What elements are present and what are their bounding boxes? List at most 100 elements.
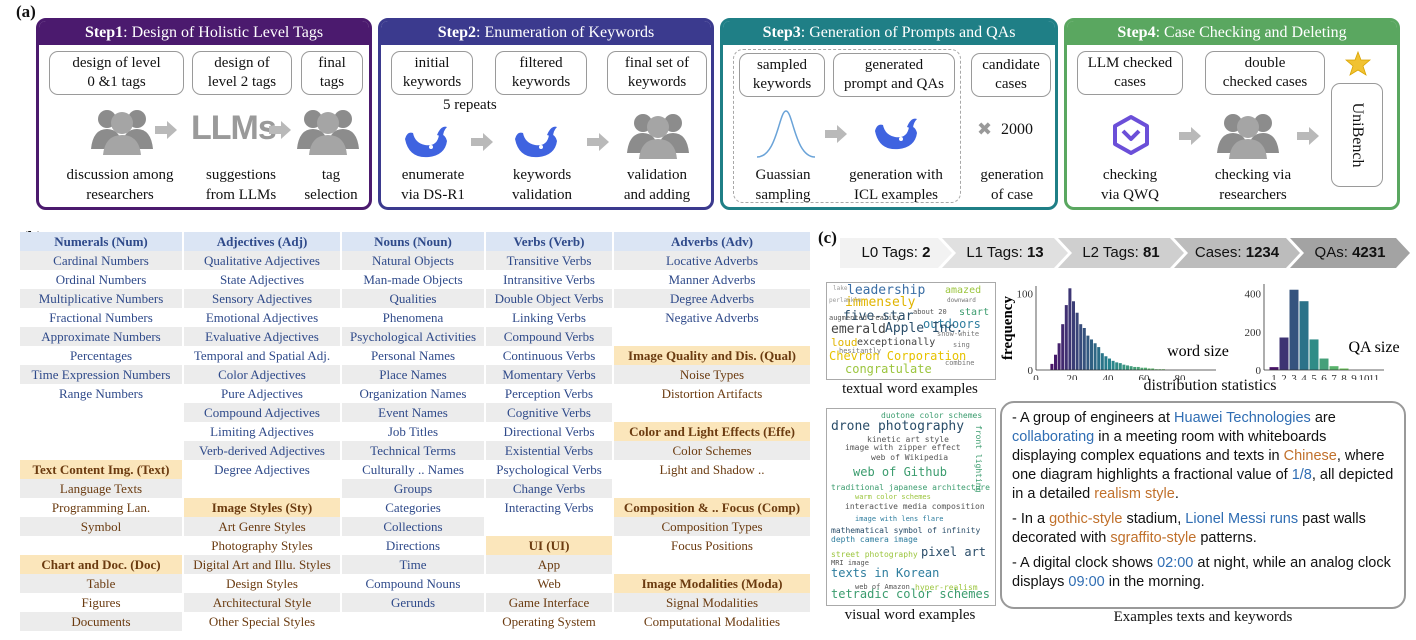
histogram-bar [1079, 324, 1083, 370]
tag-category-header: Image Modalities (Moda) [614, 574, 810, 593]
histogram-bar [1118, 363, 1122, 370]
tag-item: Time Expression Numbers [20, 365, 182, 384]
tag-item: Cardinal Numbers [20, 251, 182, 270]
step1-box-2: design of level 2 tags [192, 51, 292, 95]
cloud-word: hesitantly [839, 347, 882, 355]
x-axis-label: word size [1167, 343, 1229, 360]
example-text: stadium, [1122, 511, 1186, 527]
cloud-word: sing [953, 341, 970, 349]
tag-item: Light and Shadow .. [659, 462, 765, 477]
tag-category-header: UI (UI) [486, 536, 612, 555]
x-tick-label: 9 [1351, 373, 1357, 380]
stats-value: 81 [1142, 244, 1160, 261]
y-tick-label: 200 [1245, 327, 1262, 339]
deepseek-whale-icon [875, 118, 917, 150]
tag-item: Job Titles [387, 424, 439, 439]
tag-item: Pure Adjectives [221, 386, 303, 401]
tag-item: Architectural Style [184, 593, 340, 612]
stats-chevron: QAs: 4231 [1290, 238, 1410, 268]
tag-item: Continuous Verbs [502, 348, 596, 363]
tag-item: Temporal and Spatial Adj. [193, 348, 331, 363]
x-tick-label: 6 [1321, 373, 1327, 380]
histogram-bar [1329, 366, 1339, 370]
keyword-highlight: Chinese [1283, 448, 1337, 464]
keyword-highlight: 1/8 [1291, 467, 1312, 483]
histogram-bar [1111, 360, 1115, 370]
tag-category-header: Image Styles (Sty) [184, 498, 340, 517]
histogram-bar [1319, 358, 1329, 370]
histogram-bar [1122, 364, 1126, 370]
tag-category-header: Composition & .. Focus (Comp) [614, 498, 810, 517]
histogram-bar [1289, 289, 1299, 370]
step2-box-1: initial keywords [391, 51, 473, 95]
deepseek-whale-icon [405, 126, 447, 158]
histogram-bar [1140, 367, 1144, 370]
tag-category-header: Nouns (Noun) [342, 232, 484, 251]
histogram-bar [1082, 328, 1086, 370]
cloud-word: front lighting [974, 425, 983, 493]
step3-panel: Step3: Generation of Prompts and QAs sam… [720, 18, 1058, 210]
tag-item: Symbol [20, 517, 182, 536]
x-tick-label: 7 [1331, 373, 1337, 380]
tag-item: Linking Verbs [512, 310, 586, 325]
cloud-word: kinetic art style [867, 435, 949, 444]
histogram-bar [1299, 301, 1309, 370]
step1-caption-2: suggestions from LLMs [205, 167, 277, 203]
stats-chevron: Cases: 1234 [1174, 238, 1300, 268]
example-text: , all depicted in a detailed [1012, 467, 1394, 502]
tag-item: Technical Terms [342, 441, 484, 460]
tag-item: Language Texts [20, 479, 182, 498]
step2-caption-2: keywords validation [512, 167, 572, 203]
keyword-highlight: Lionel Messi [1185, 511, 1266, 527]
tag-category-header: Numerals (Num) [20, 232, 182, 251]
tag-item: Man-made Objects [363, 272, 463, 287]
cloud-word: tetradic color schemes [831, 587, 990, 601]
tag-item: Qualitative Adjectives [184, 251, 340, 270]
tag-item: App [486, 555, 612, 574]
tag-category-header: Color and Light Effects (Effe) [614, 422, 810, 441]
spacer [20, 422, 182, 441]
histogram-bar [1147, 368, 1151, 370]
panel-c-label: (c) [818, 228, 837, 247]
step4-caption-2: checking via researchers [1214, 167, 1292, 203]
stats-value: 2 [922, 244, 931, 261]
tag-item: Digital Art and Illu. Styles [184, 555, 340, 574]
tag-item: Locative Adverbs [614, 251, 810, 270]
step1-caption-3: tag selection [304, 167, 358, 203]
x-tick-label: 11 [1369, 373, 1380, 380]
tag-item: Game Interface [486, 593, 612, 612]
x-tick-label: 40 [1103, 373, 1115, 380]
cloud-word: street photography [831, 550, 918, 559]
example-text: past walls decorated with [1012, 511, 1366, 546]
tag-item: Color Adjectives [184, 365, 340, 384]
tag-item: Time [342, 555, 484, 574]
tag-item: Emotional Adjectives [205, 310, 319, 325]
spacer [184, 479, 340, 498]
tag-item: Directions [385, 538, 441, 553]
step2-title: Step2: Enumeration of Keywords [381, 21, 711, 45]
cloud-word: congratulate [845, 362, 932, 376]
stats-value: 4231 [1352, 244, 1386, 261]
y-tick-label: 400 [1245, 289, 1262, 301]
step1-title: Step1: Design of Holistic Level Tags [39, 21, 369, 45]
tag-item: Organization Names [359, 386, 467, 401]
tag-item: Directional Verbs [503, 424, 595, 439]
example-sentence: - A group of engineers at Huawei Technol… [1012, 409, 1394, 504]
tag-item: Fractional Numbers [49, 310, 153, 325]
deepseek-whale-icon [515, 126, 557, 158]
step2-box-2: filtered keywords [495, 51, 587, 95]
cloud-word: image with lens flare [855, 515, 944, 523]
tag-item: Natural Objects [342, 251, 484, 270]
stats-chevron: L1 Tags: 13 [942, 238, 1068, 268]
cloud-word: Apple Inc. [885, 321, 964, 336]
step2-box-3: final set of keywords [607, 51, 707, 95]
tag-item: Momentary Verbs [486, 365, 612, 384]
histogram-bar [1136, 366, 1140, 370]
gaussian-curve-icon [756, 110, 816, 158]
cloud-word: outdoors [923, 317, 981, 331]
tag-item: Design Styles [226, 576, 298, 591]
